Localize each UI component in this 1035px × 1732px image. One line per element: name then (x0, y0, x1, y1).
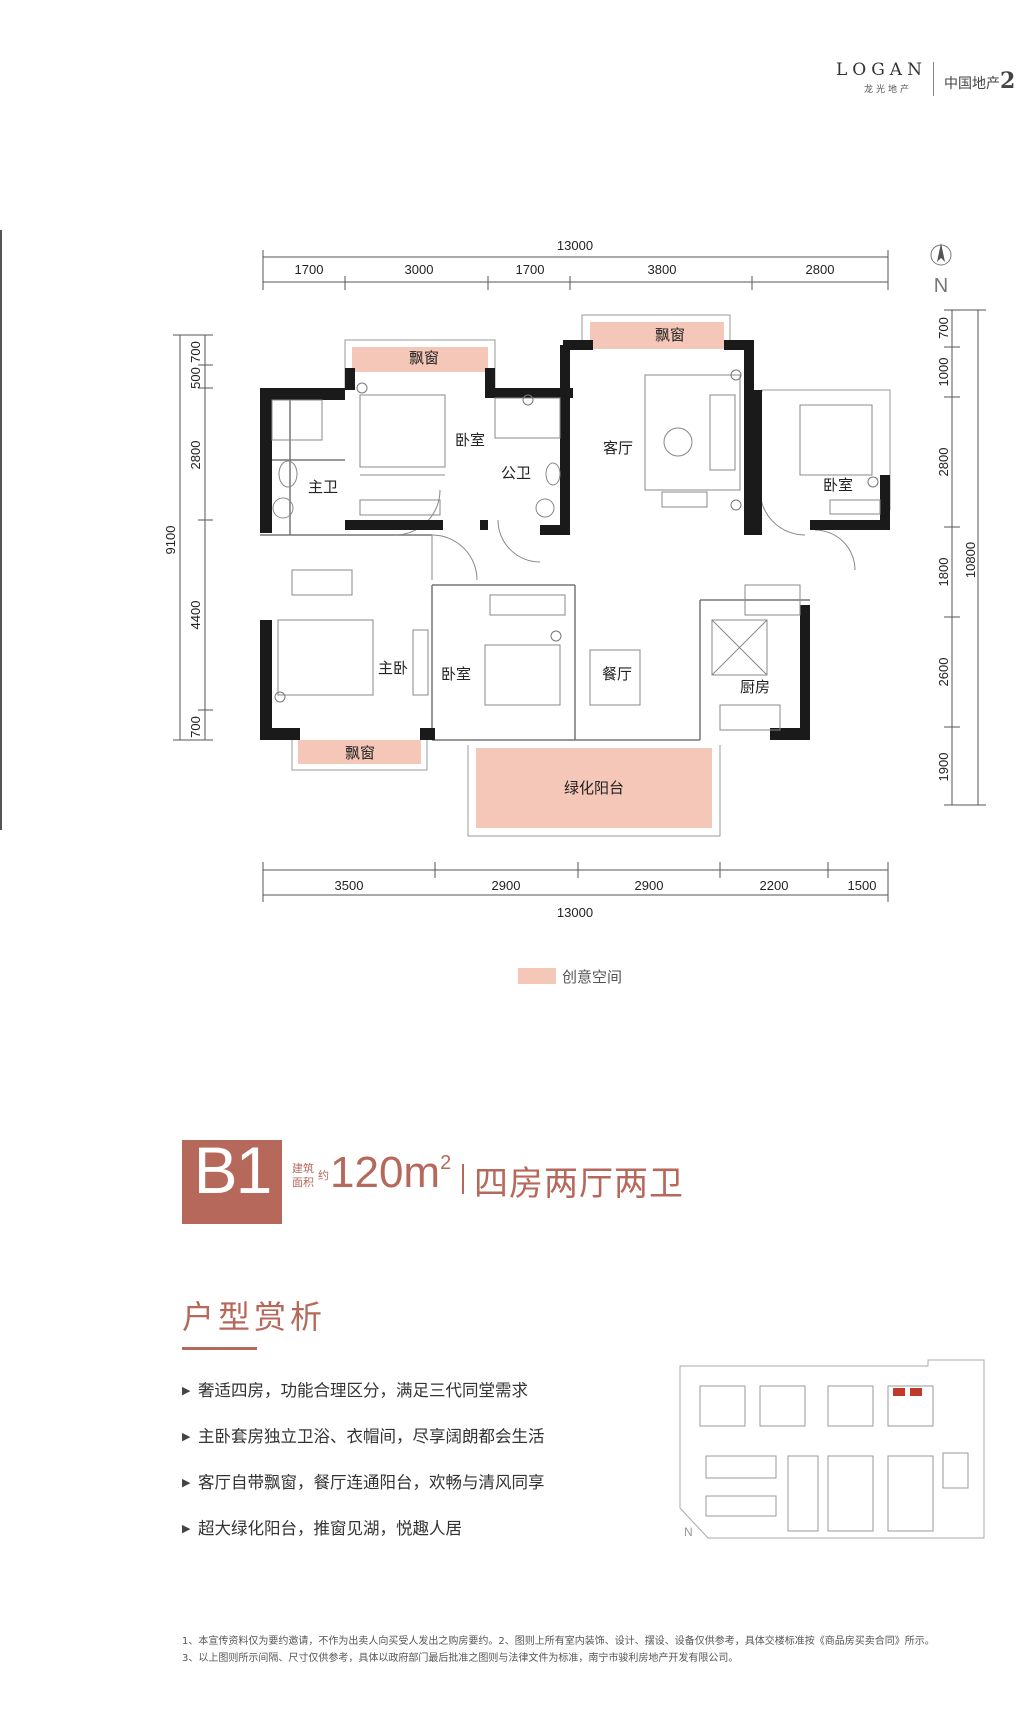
top-dim-2: 3000 (405, 262, 434, 277)
interior-walls (260, 400, 810, 741)
logo-divider (933, 62, 934, 96)
label-dining-room: 餐厅 (602, 665, 632, 683)
north-label: N (934, 275, 948, 297)
left-dimensions (173, 334, 213, 741)
right-dimensions (944, 309, 986, 806)
floor-plan: 13000 1700 3000 1700 3800 2800 N 9100 70… (163, 238, 986, 920)
right-dim-5: 2600 (936, 658, 951, 687)
left-dim-2: 500 (188, 367, 203, 389)
area-label: 建筑 约 面积 (292, 1162, 329, 1190)
right-dim-4: 1800 (936, 558, 951, 587)
area-label-2: 约 (318, 1169, 329, 1182)
site-highlight-unit (910, 1388, 922, 1396)
bottom-dimensions (262, 862, 889, 902)
left-dim-4: 4400 (188, 601, 203, 630)
label-bay-window-2: 飘窗 (655, 326, 685, 344)
legend-label: 创意空间 (562, 968, 623, 986)
north-arrow-icon: N (930, 243, 952, 297)
site-north-label: N (684, 1525, 693, 1539)
label-bedroom-top: 卧室 (455, 431, 485, 449)
right-dim-6: 1900 (936, 753, 951, 782)
feature-text: 主卧套房独立卫浴、衣帽间，尽享阔朗都会生活 (198, 1427, 545, 1446)
top-dim-3: 1700 (516, 262, 545, 277)
page-edge-line (0, 230, 2, 830)
left-dim-1: 700 (188, 341, 203, 363)
label-bay-window-3: 飘窗 (345, 744, 375, 762)
top-dim-1: 1700 (295, 262, 324, 277)
area-number: 120m (330, 1148, 441, 1197)
left-total-dim: 9100 (163, 526, 178, 555)
furniture (271, 374, 881, 731)
feature-list: ▶ 奢适四房，功能合理区分，满足三代同堂需求 ▶ 主卧套房独立卫浴、衣帽间，尽享阔朗… (182, 1368, 545, 1552)
footnote-1: 1、本宣传资料仅为要约邀请，不作为出卖人向买受人发出之购房要约。2、图则上所有室… (182, 1636, 935, 1647)
green-balcony-fill (476, 748, 712, 828)
bottom-dim-1: 3500 (335, 878, 364, 893)
right-dim-3: 2800 (936, 448, 951, 477)
site-buildings (699, 1385, 969, 1532)
feature-item: ▶ 超大绿化阳台，推窗见湖，悦趣人居 (182, 1506, 545, 1552)
feature-item: ▶ 奢适四房，功能合理区分，满足三代同堂需求 (182, 1368, 545, 1414)
logo-tagline: 中国地产2 (944, 68, 1015, 94)
bottom-total-dim: 13000 (557, 905, 593, 920)
feature-text: 客厅自带飘窗，餐厅连通阳台，欢畅与清风同享 (198, 1473, 545, 1492)
layout-type: 四房两厅两卫 (474, 1164, 684, 1204)
left-dim-5: 700 (188, 716, 203, 738)
label-bedroom-right: 卧室 (823, 476, 853, 494)
triangle-bullet-icon: ▶ (182, 1522, 191, 1535)
logo-wordmark: LOGAN (836, 60, 927, 80)
label-living-room: 客厅 (603, 439, 633, 457)
label-public-bath: 公卫 (501, 464, 531, 482)
right-dim-2: 1000 (936, 358, 951, 387)
legend-swatch (518, 968, 556, 984)
bay-window-living-fill (590, 322, 724, 349)
left-dim-3: 2800 (188, 441, 203, 470)
logo-chinese: 龙光地产 (864, 85, 913, 95)
analysis-title: 户型赏析 (182, 1298, 327, 1336)
tagline-number: 2 (1000, 68, 1016, 94)
triangle-bullet-icon: ▶ (182, 1384, 191, 1397)
fan-icons (274, 369, 879, 703)
label-master-bath: 主卫 (308, 478, 338, 496)
label-master-bedroom: 主卧 (378, 659, 408, 677)
area-superscript: 2 (440, 1152, 452, 1174)
feature-item: ▶ 主卧套房独立卫浴、衣帽间，尽享阔朗都会生活 (182, 1414, 545, 1460)
footnote-2: 3、以上图则所示间隔、尺寸仅供参考，具体以政府部门最后批准之图则与法律文件为标准… (182, 1653, 739, 1664)
bottom-dim-2: 2900 (492, 878, 521, 893)
bay-window-master-fill (298, 740, 421, 764)
label-bay-window-1: 飘窗 (409, 349, 439, 367)
bay-window-bedroom-fill (352, 347, 488, 372)
feature-text: 奢适四房，功能合理区分，满足三代同堂需求 (198, 1381, 528, 1400)
unit-code-badge (182, 1140, 282, 1224)
right-dim-1: 700 (936, 317, 951, 339)
bottom-dim-5: 1500 (848, 878, 877, 893)
triangle-bullet-icon: ▶ (182, 1430, 191, 1443)
top-dim-5: 2800 (806, 262, 835, 277)
right-total-dim: 10800 (963, 542, 978, 578)
top-dimensions (262, 250, 889, 290)
door-swings (394, 489, 856, 581)
exterior-walls (260, 340, 890, 740)
analysis-underline (182, 1347, 257, 1350)
unit-code: B1 (193, 1133, 273, 1207)
tagline-text: 中国地产 (944, 76, 1000, 92)
bottom-dim-4: 2200 (760, 878, 789, 893)
area-label-1: 建筑 (292, 1162, 314, 1175)
top-total-dim: 13000 (557, 238, 593, 253)
label-green-balcony: 绿化阳台 (564, 779, 624, 797)
feature-text: 超大绿化阳台，推窗见湖，悦趣人居 (198, 1519, 462, 1538)
top-dim-4: 3800 (648, 262, 677, 277)
title-divider (462, 1164, 464, 1194)
triangle-bullet-icon: ▶ (182, 1476, 191, 1489)
bottom-dim-3: 2900 (635, 878, 664, 893)
label-bedroom-middle: 卧室 (441, 665, 471, 683)
site-plan-thumbnail: N (679, 1359, 985, 1539)
feature-item: ▶ 客厅自带飘窗，餐厅连通阳台，欢畅与清风同享 (182, 1460, 545, 1506)
area-value: 120m2 (330, 1148, 451, 1198)
area-label-3: 面积 (292, 1176, 314, 1189)
site-highlight-unit (893, 1388, 905, 1396)
label-kitchen: 厨房 (740, 678, 770, 696)
